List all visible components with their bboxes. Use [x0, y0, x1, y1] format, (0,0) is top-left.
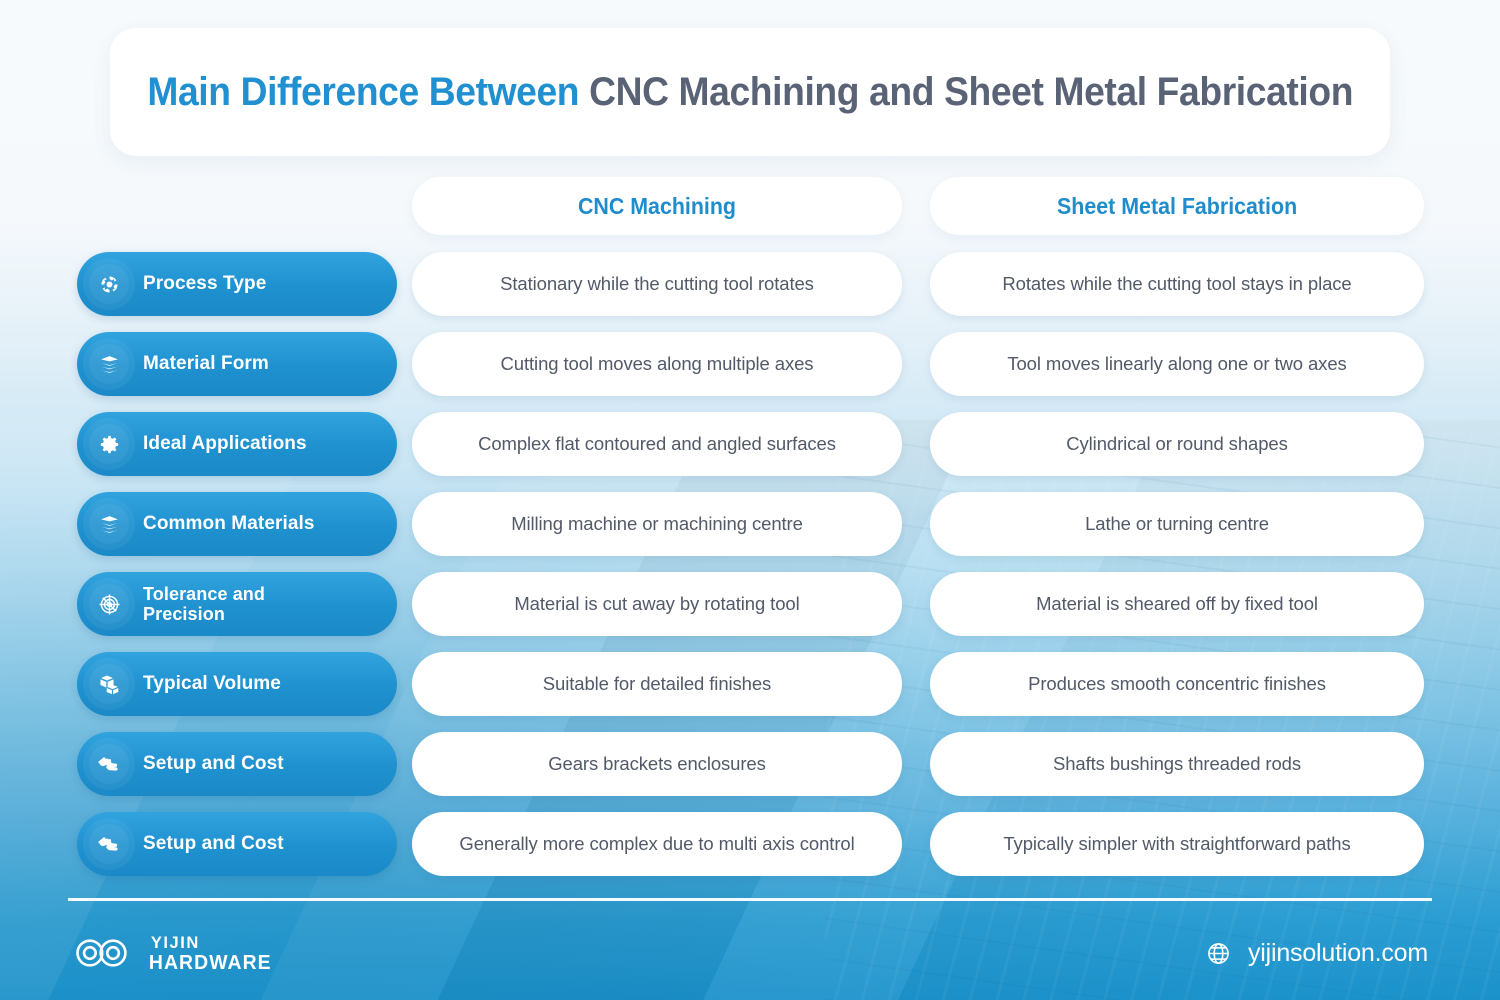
row-label-2[interactable]: Ideal Applications [77, 412, 397, 476]
footer: YIJIN HARDWARE yijinsolution.com [0, 906, 1500, 1000]
brand-line-1: YIJIN [150, 932, 200, 952]
row-cell-cnc: Cutting tool moves along multiple axes [412, 332, 902, 396]
row-cell-sheet-metal-text: Rotates while the cutting tool stays in … [1002, 273, 1352, 294]
row-cell-sheet-metal: Typically simpler with straightforward p… [930, 812, 1424, 876]
row-cell-sheet-metal-text: Typically simpler with straightforward p… [1003, 833, 1351, 854]
row-label-text: Common Materials [143, 513, 315, 535]
row-label-6[interactable]: Setup and Cost [77, 732, 397, 796]
brand-wordmark: YIJIN HARDWARE [149, 934, 272, 973]
row-label-5[interactable]: Typical Volume [77, 652, 397, 716]
row-label-text: Typical Volume [143, 673, 281, 695]
table-row: Common Materials Milling machine or machi… [0, 492, 1500, 556]
row-cell-sheet-metal: Tool moves linearly along one or two axe… [930, 332, 1424, 396]
brand-logo: YIJIN HARDWARE [72, 934, 274, 973]
row-label-3[interactable]: Common Materials [77, 492, 397, 556]
row-cell-cnc-text: Cutting tool moves along multiple axes [500, 353, 814, 374]
row-cell-cnc-text: Generally more complex due to multi axis… [459, 833, 855, 854]
column-header-sheet-metal: Sheet Metal Fabrication [930, 177, 1424, 235]
row-cell-sheet-metal: Produces smooth concentric finishes [930, 652, 1424, 716]
brand-line-2: HARDWARE [148, 951, 272, 974]
page-title-rest: CNC Machining and Sheet Metal Fabricatio… [578, 69, 1353, 114]
row-cell-sheet-metal: Shafts bushings threaded rods [930, 732, 1424, 796]
row-cell-cnc: Gears brackets enclosures [412, 732, 902, 796]
table-row: Material Form Cutting tool moves along mu… [0, 332, 1500, 396]
row-cell-cnc-text: Suitable for detailed finishes [542, 673, 772, 694]
column-header-cnc-label: CNC Machining [577, 192, 737, 219]
row-cell-cnc-text: Gears brackets enclosures [548, 753, 766, 774]
row-cell-cnc: Suitable for detailed finishes [412, 652, 902, 716]
row-cell-sheet-metal: Cylindrical or round shapes [930, 412, 1424, 476]
row-label-text: Material Form [143, 353, 269, 375]
globe-icon [1206, 941, 1231, 966]
row-cell-sheet-metal-text: Shafts bushings threaded rods [1052, 753, 1302, 774]
hand-money-icon [89, 744, 129, 784]
row-cell-sheet-metal: Lathe or turning centre [930, 492, 1424, 556]
row-label-1[interactable]: Material Form [77, 332, 397, 396]
row-cell-cnc-text: Complex flat contoured and angled surfac… [478, 433, 836, 454]
recycle-arrows-icon [89, 264, 129, 304]
row-cell-sheet-metal-text: Tool moves linearly along one or two axe… [1007, 353, 1347, 374]
table-row: Process Type Stationary while the cutting… [0, 252, 1500, 316]
row-cell-cnc-text: Milling machine or machining centre [511, 513, 803, 534]
column-header-cnc: CNC Machining [412, 177, 902, 235]
stacked-layers-icon [89, 344, 129, 384]
row-cell-cnc: Milling machine or machining centre [412, 492, 902, 556]
row-cell-sheet-metal: Rotates while the cutting tool stays in … [930, 252, 1424, 316]
stacked-layers-icon [89, 504, 129, 544]
column-header-sheet-metal-label: Sheet Metal Fabrication [1056, 192, 1298, 219]
row-label-text: Setup and Cost [143, 833, 284, 855]
boxes-stack-icon [89, 664, 129, 704]
row-cell-sheet-metal-text: Cylindrical or round shapes [1066, 433, 1288, 454]
target-crosshair-icon [89, 584, 129, 624]
row-cell-cnc: Material is cut away by rotating tool [412, 572, 902, 636]
footer-divider [68, 898, 1432, 901]
infinity-loop-logo-icon [72, 936, 134, 970]
website-block[interactable]: yijinsolution.com [1206, 939, 1428, 968]
row-label-0[interactable]: Process Type [77, 252, 397, 316]
comparison-rows: Process Type Stationary while the cutting… [0, 252, 1500, 892]
row-cell-cnc-text: Stationary while the cutting tool rotate… [500, 273, 814, 294]
row-cell-sheet-metal-text: Material is sheared off by fixed tool [1036, 593, 1318, 614]
table-row: Ideal Applications Complex flat contoured… [0, 412, 1500, 476]
page-title-accent: Main Difference Between [147, 69, 579, 114]
row-cell-cnc-text: Material is cut away by rotating tool [514, 593, 800, 614]
row-cell-cnc: Complex flat contoured and angled surfac… [412, 412, 902, 476]
row-label-text: Ideal Applications [143, 433, 307, 455]
website-url[interactable]: yijinsolution.com [1247, 938, 1428, 967]
row-cell-sheet-metal: Material is sheared off by fixed tool [930, 572, 1424, 636]
hand-money-icon [89, 824, 129, 864]
row-label-text: Process Type [143, 273, 267, 295]
row-cell-cnc: Stationary while the cutting tool rotate… [412, 252, 902, 316]
gear-icon [89, 424, 129, 464]
page-title: Main Difference Between CNC Machining an… [147, 70, 1353, 115]
row-label-7[interactable]: Setup and Cost [77, 812, 397, 876]
table-row: Setup and Cost Gears brackets enclosures S… [0, 732, 1500, 796]
row-cell-cnc: Generally more complex due to multi axis… [412, 812, 902, 876]
row-cell-sheet-metal-text: Produces smooth concentric finishes [1028, 673, 1326, 694]
table-row: Setup and Cost Generally more complex due… [0, 812, 1500, 876]
title-card: Main Difference Between CNC Machining an… [110, 28, 1390, 156]
row-label-text: Setup and Cost [143, 753, 284, 775]
table-row: Typical Volume Suitable for detailed fini… [0, 652, 1500, 716]
row-cell-sheet-metal-text: Lathe or turning centre [1085, 513, 1269, 534]
